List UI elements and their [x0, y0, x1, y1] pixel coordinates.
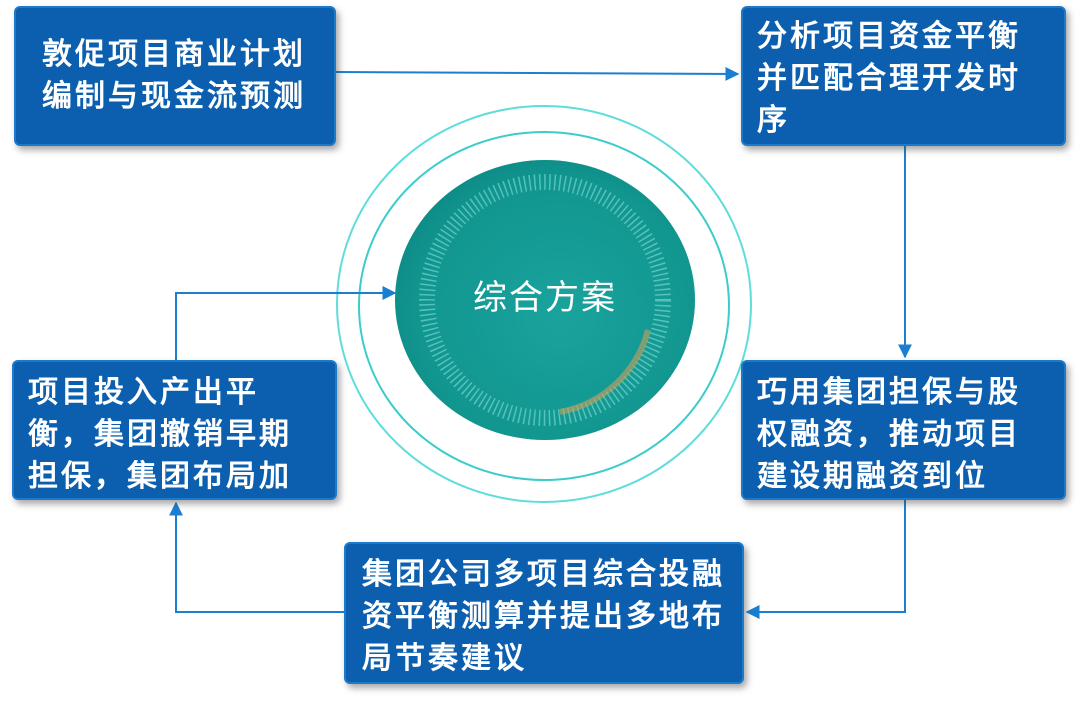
- arrow-ml-to-center: [175, 286, 397, 360]
- tick-ring: [419, 174, 671, 426]
- arrow-bc-to-ml: [169, 501, 344, 613]
- center-label: 综合方案: [473, 278, 617, 318]
- arrow-tl-to-tr: [335, 66, 740, 81]
- step-box-input-output-balance: 项目投入产出平衡，集团撤销早期担保，集团布局加速: [12, 360, 337, 500]
- step-box-group-calculation: 集团公司多项目综合投融资平衡测算并提出多地布局节奏建议: [344, 542, 744, 684]
- step-box-guarantee-financing: 巧用集团担保与股权融资，推动项目建设期融资到位: [741, 360, 1066, 500]
- step-box-business-plan: 敦促项目商业计划编制与现金流预测: [14, 6, 336, 146]
- gold-accent: [559, 329, 651, 415]
- inner-ring: [358, 131, 730, 481]
- outer-ring: [336, 105, 752, 503]
- center-disc: [395, 160, 695, 440]
- step-box-fund-balance: 分析项目资金平衡并匹配合理开发时序: [741, 6, 1066, 146]
- arrow-mr-to-bc: [745, 500, 906, 619]
